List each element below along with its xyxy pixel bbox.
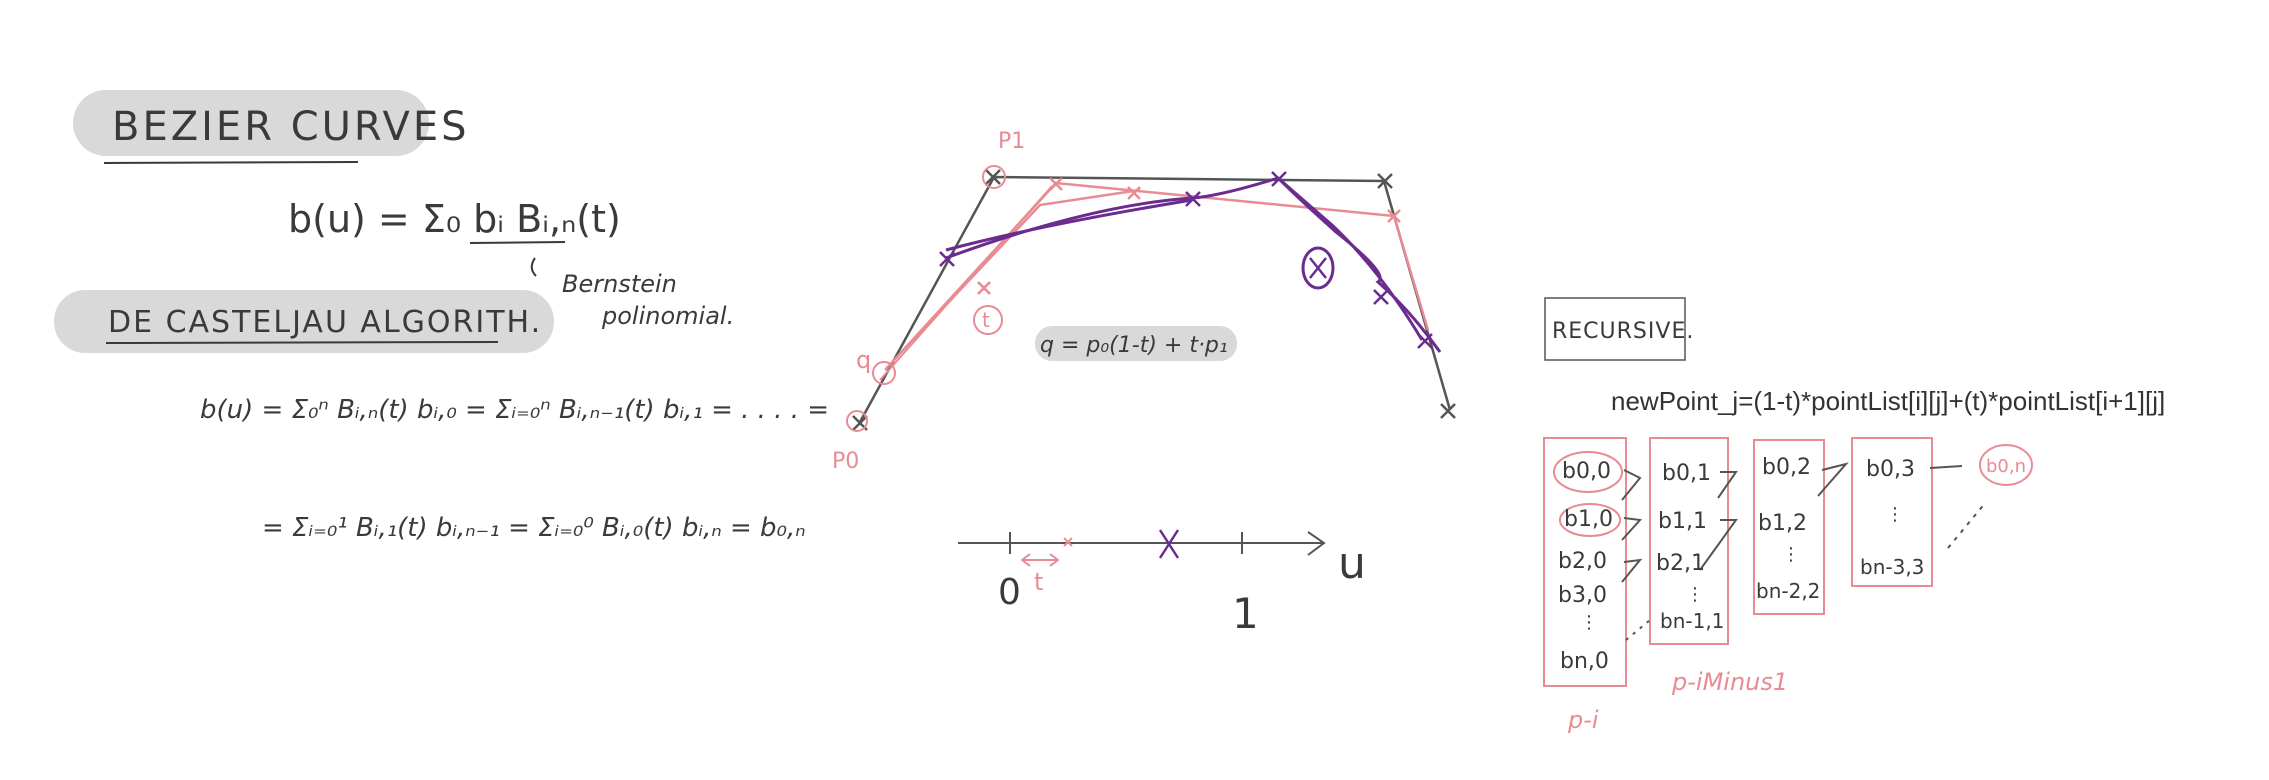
recursive-box: [1544, 297, 1686, 361]
cell-col1-dots: ⋮: [1686, 584, 1704, 605]
q-formula: q = p₀(1-t) + t·p₁: [1040, 333, 1228, 358]
u-axis-arrow: [1307, 531, 1326, 556]
formula-line-2: = Σᵢ₌₀¹ Bᵢ,₁(t) bᵢ,ₙ₋₁ = Σᵢ₌₀⁰ Bᵢ,₀(t) b…: [262, 513, 806, 543]
bezier-formula: b(u) = Σ₀ bᵢ Bᵢ,ₙ(t): [288, 197, 621, 241]
cell-b21: b2,1: [1656, 551, 1705, 576]
q-label: q: [856, 346, 871, 374]
cell-b00: b0,0: [1562, 459, 1611, 484]
axis-one-label: 1: [1232, 589, 1259, 638]
label-p-iminus1: p-iMinus1: [1671, 668, 1788, 696]
algorithm-title: DE CASTELJAU ALGORITH.: [108, 305, 542, 340]
pink-segment: [879, 185, 1053, 381]
bezier-curve-purple: [1276, 176, 1442, 353]
cell-col2-dots: ⋮: [1782, 544, 1800, 565]
bernstein-arrow: [530, 257, 537, 277]
code-line: newPoint_j=(1-t)*pointList[i][j]+(t)*poi…: [1611, 386, 2166, 416]
cell-b12: b1,2: [1758, 511, 1807, 536]
cell-b10: b1,0: [1564, 507, 1613, 532]
cell-b01: b0,1: [1662, 461, 1711, 486]
p0-circle: [846, 410, 868, 432]
column-1-box: [1649, 437, 1729, 645]
curve-point-circle: [1301, 246, 1335, 290]
bernstein-note-line2: polinomial.: [601, 302, 734, 330]
tick-u-marker: [1158, 529, 1180, 559]
q-formula-highlight: [1035, 326, 1237, 361]
p1-circle: [982, 165, 1006, 189]
formula-line-1: b(u) = Σ₀ⁿ Bᵢ,ₙ(t) bᵢ,₀ = Σᵢ₌₀ⁿ Bᵢ,ₙ₋₁(t…: [200, 395, 829, 425]
table-cells: b0,0 b1,0 b2,0 b3,0 ⋮ bn,0 b0,1 b1,1 b2,…: [1558, 455, 2026, 674]
title-highlight: [73, 90, 429, 156]
column-3-box: [1851, 437, 1933, 587]
cell-col3-dots: ⋮: [1886, 504, 1904, 525]
axis-zero-label: 0: [998, 572, 1021, 613]
recursive-label: RECURSIVE.: [1552, 319, 1694, 344]
tick-t-marker: [1063, 537, 1073, 547]
curve-point-x: [1309, 257, 1327, 279]
axis-u-label: u: [1338, 538, 1366, 589]
t-circle: [973, 305, 1003, 335]
cell-bn22: bn-2,2: [1756, 579, 1820, 603]
cell-b11: b1,1: [1658, 509, 1707, 534]
cell-bn33: bn-3,3: [1860, 555, 1924, 579]
t-arrow: [1020, 553, 1060, 567]
title-underline: [103, 161, 359, 164]
algorithm-title-highlight: [54, 290, 554, 353]
cell-b03: b0,3: [1866, 457, 1915, 482]
b00-circle: [1553, 451, 1623, 493]
algorithm-title-underline: [105, 341, 499, 344]
p0-label: P0: [832, 449, 859, 474]
axis-t-label: t: [1034, 568, 1043, 596]
final-circle: [1979, 444, 2033, 486]
cell-col0-dots: ⋮: [1580, 612, 1598, 633]
label-p-i: p-i: [1567, 706, 1599, 734]
column-arrows: [1621, 462, 1987, 641]
cell-final: b0,n: [1986, 456, 2026, 477]
cell-bn0: bn,0: [1560, 649, 1609, 674]
t-label: t: [982, 308, 990, 332]
bernstein-note-line1: Bernstein: [562, 270, 677, 298]
cell-b30: b3,0: [1558, 583, 1607, 608]
b10-circle: [1559, 503, 1621, 537]
q-circle: [872, 361, 896, 385]
cell-b02: b0,2: [1762, 455, 1811, 480]
p1-label: P1: [998, 129, 1025, 154]
purple-polygon: [945, 176, 1424, 341]
purple-segment-a: [945, 198, 1193, 252]
cell-bn11: bn-1,1: [1660, 609, 1724, 633]
column-2-box: [1753, 439, 1825, 615]
cell-b20: b2,0: [1558, 549, 1607, 574]
page-title: BEZIER CURVES: [112, 104, 470, 150]
point-markers: [852, 169, 1456, 431]
formula-underline: [469, 241, 566, 244]
